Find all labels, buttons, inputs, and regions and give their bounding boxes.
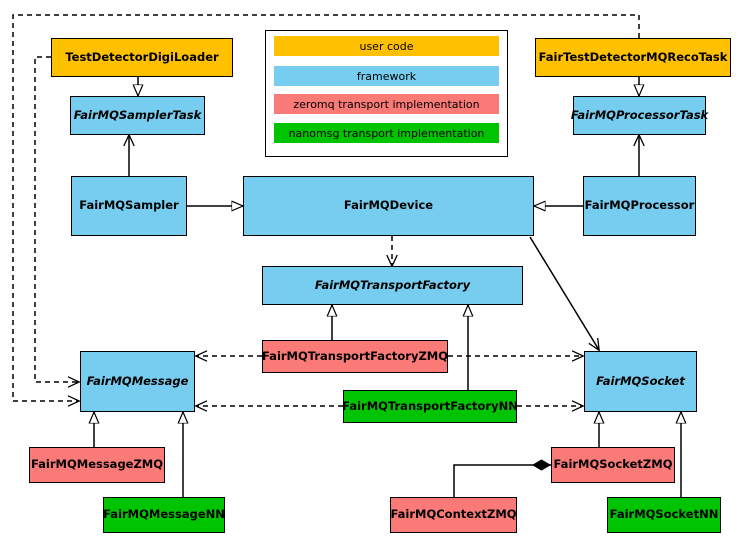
- class-node-fairmqsamplertask[interactable]: FairMQSamplerTask: [70, 96, 205, 135]
- class-node-fairtestdetectormqrecotask[interactable]: FairTestDetectorMQRecoTask: [535, 38, 731, 77]
- class-node-fairmqtransportfactoryzmq[interactable]: FairMQTransportFactoryZMQ: [262, 340, 448, 373]
- legend-item-user-code: user code: [274, 36, 499, 56]
- legend-label-user-code: user code: [359, 39, 414, 53]
- legend-item-zeromq: zeromq transport implementation: [274, 94, 499, 114]
- class-node-fairmqtransportfactory[interactable]: FairMQTransportFactory: [262, 266, 523, 305]
- class-node-fairmqcontextzmq[interactable]: FairMQContextZMQ: [390, 497, 517, 533]
- legend-item-nanomsg: nanomsg transport implementation: [274, 123, 499, 143]
- class-node-fairmqdevice[interactable]: FairMQDevice: [243, 176, 534, 236]
- class-node-fairmqsampler[interactable]: FairMQSampler: [71, 176, 187, 236]
- legend-item-framework: framework: [274, 66, 499, 86]
- legend-label-framework: framework: [356, 69, 417, 83]
- legend-label-nanomsg: nanomsg transport implementation: [288, 126, 485, 140]
- class-node-fairmqmessage[interactable]: FairMQMessage: [80, 351, 195, 412]
- class-node-fairmqmessagezmq[interactable]: FairMQMessageZMQ: [29, 447, 165, 483]
- class-node-fairmqprocessor[interactable]: FairMQProcessor: [583, 176, 696, 236]
- class-node-fairmqmessagenn[interactable]: FairMQMessageNN: [103, 497, 225, 533]
- legend-label-zeromq: zeromq transport implementation: [293, 97, 480, 111]
- class-node-fairmqprocessortask[interactable]: FairMQProcessorTask: [571, 96, 708, 135]
- class-node-fairmqsocketzmq[interactable]: FairMQSocketZMQ: [551, 447, 675, 483]
- class-node-fairmqsocket[interactable]: FairMQSocket: [584, 351, 697, 412]
- class-node-testdetectordigiloader[interactable]: TestDetectorDigiLoader: [51, 38, 233, 77]
- class-node-fairmqsocketnn[interactable]: FairMQSocketNN: [607, 497, 721, 533]
- class-node-fairmqtransportfactorynn[interactable]: FairMQTransportFactoryNN: [342, 390, 518, 423]
